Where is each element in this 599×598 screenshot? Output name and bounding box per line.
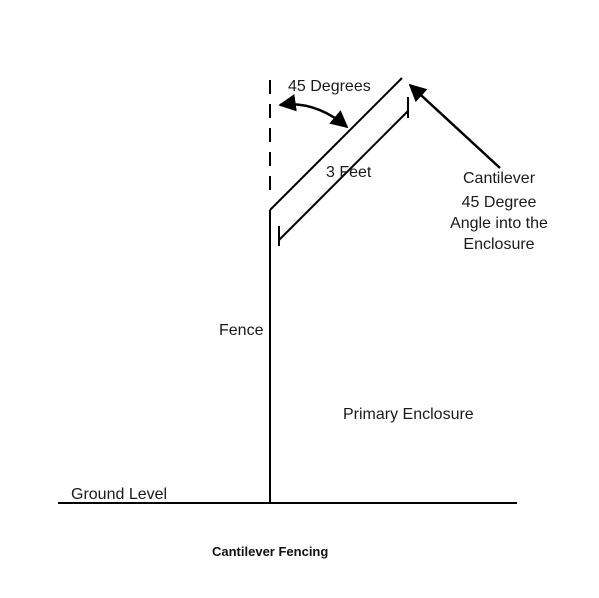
angle-arc-arrow — [278, 94, 349, 129]
diagram-caption: Cantilever Fencing — [212, 544, 328, 559]
length-label: 3 Feet — [326, 164, 372, 181]
cantilever-arm — [269, 77, 403, 211]
cantilever-label-line-2: 45 Degree — [462, 194, 537, 211]
fence-label: Fence — [219, 322, 264, 339]
ground-level-label: Ground Level — [71, 486, 167, 503]
angle-label: 45 Degrees — [288, 78, 371, 95]
dimension-line — [278, 110, 409, 241]
cantilever-label-line-4: Enclosure — [463, 236, 534, 253]
cantilever-label-line-1: Cantilever — [463, 170, 536, 187]
enclosure-label: Primary Enclosure — [343, 406, 474, 423]
cantilever-label-line-3: Angle into the — [450, 215, 548, 232]
cantilever-pointer-arrow — [408, 83, 501, 169]
